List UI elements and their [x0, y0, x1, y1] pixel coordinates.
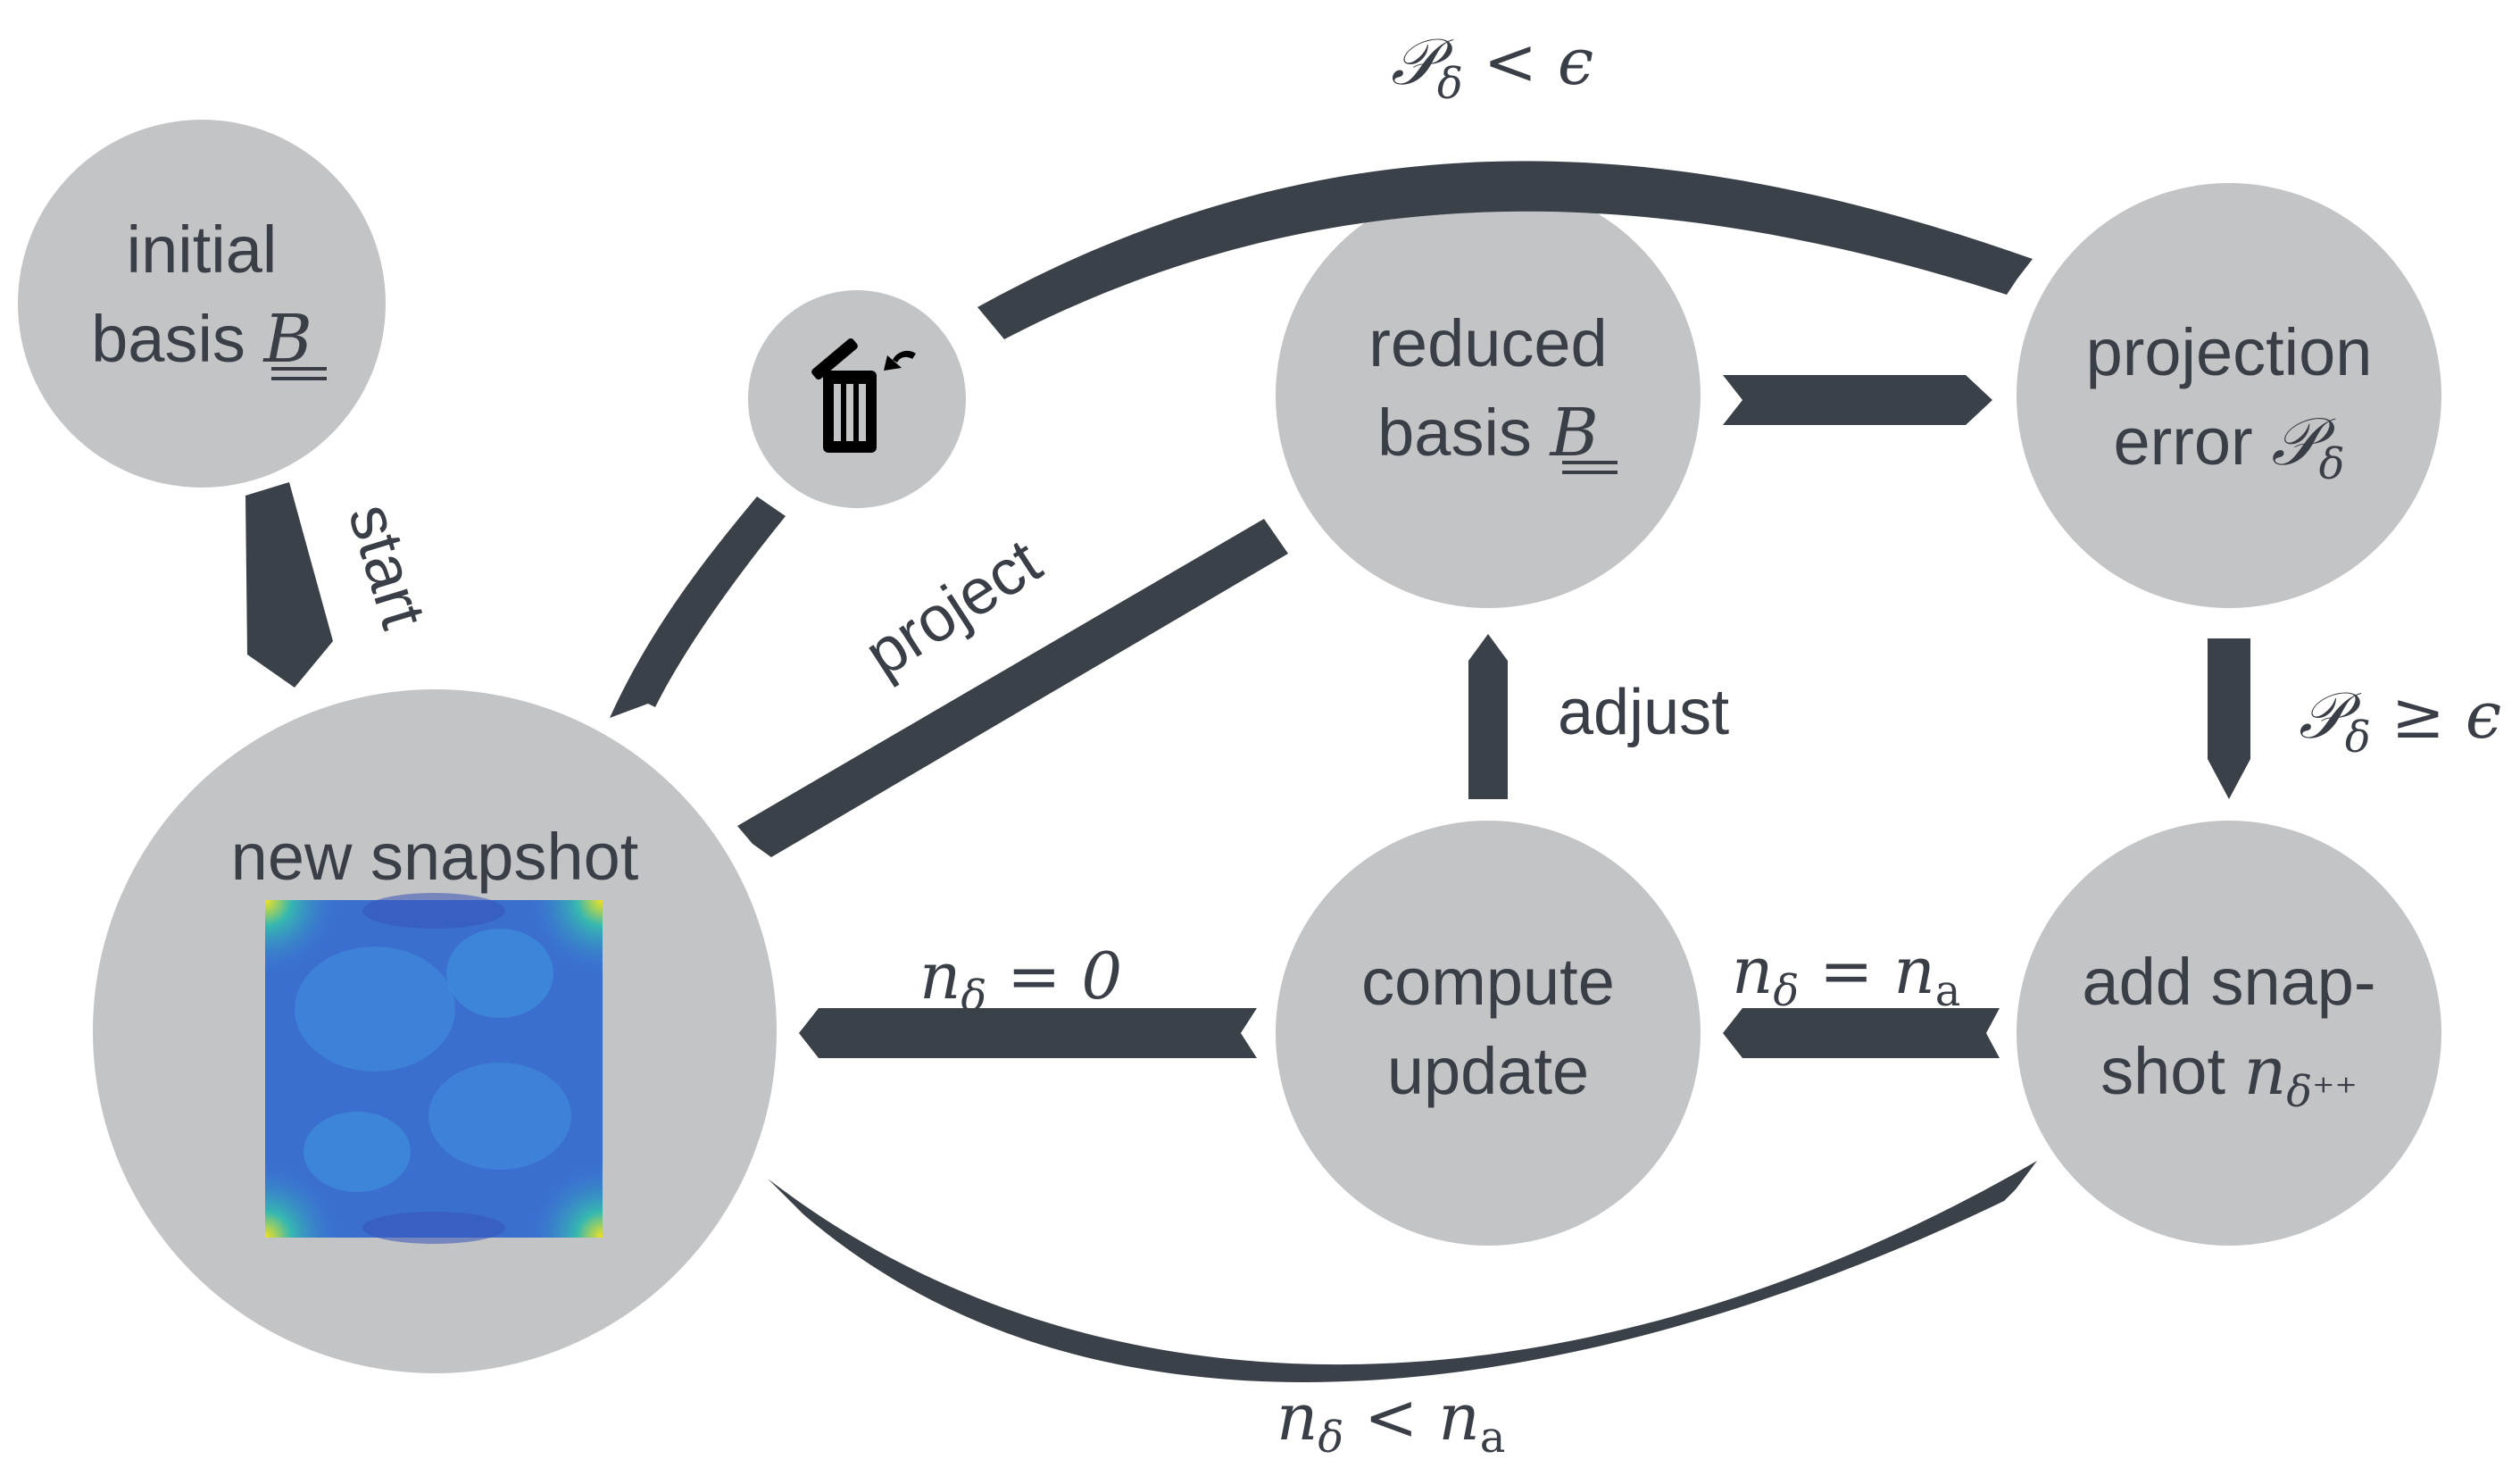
label-adjust: adjust	[1558, 677, 1729, 748]
trash-icon	[811, 338, 916, 453]
arrow-to-discard	[610, 496, 786, 718]
arrow-n-eq-na	[1723, 1008, 2000, 1058]
projection-error-line1: projection	[2086, 315, 2373, 389]
arrow-project	[737, 519, 1288, 857]
add-snapshot-line2: shot nδ⁺⁺	[2100, 1033, 2358, 1117]
node-compute-update	[1276, 821, 1701, 1246]
initial-basis-line2: basis B	[91, 301, 312, 378]
arrow-to-projection	[1723, 375, 1992, 425]
reduced-basis-line2: basis B	[1377, 395, 1599, 471]
initial-basis-line1: initial	[127, 213, 278, 287]
compute-update-line1: compute	[1361, 945, 1615, 1019]
arrow-n-eq-zero	[799, 1008, 1257, 1058]
basis-symbol: B	[262, 301, 312, 378]
node-projection-error	[2017, 183, 2441, 608]
label-n-less-na: nδ < na	[1277, 1380, 1505, 1463]
snapshot-heatmap	[265, 893, 603, 1244]
arrow-p-less	[977, 161, 2033, 339]
label-n-eq-na: nδ = na	[1732, 933, 1960, 1016]
new-snapshot-label: new snapshot	[231, 820, 639, 894]
projection-error-line2: error 𝒫δ	[2113, 404, 2344, 489]
arrow-start	[245, 482, 333, 688]
arrow-adjust	[1468, 634, 1508, 799]
label-n-eq-zero: nδ = 0	[919, 938, 1122, 1022]
node-reduced-basis	[1276, 183, 1701, 608]
arrow-p-geq	[2208, 638, 2250, 799]
label-p-geq: 𝒫δ ≥ ϵ	[2299, 678, 2501, 763]
reduced-basis-line1: reduced	[1368, 306, 1607, 380]
add-snapshot-line1: add snap-	[2082, 945, 2375, 1019]
reduced-basis-symbol: B	[1548, 395, 1598, 471]
compute-update-line2: update	[1387, 1034, 1589, 1108]
node-initial-basis	[18, 120, 386, 488]
label-start: start	[335, 496, 439, 636]
label-p-less: 𝒫δ < ϵ	[1391, 24, 1593, 109]
node-add-snapshot	[2017, 821, 2441, 1246]
